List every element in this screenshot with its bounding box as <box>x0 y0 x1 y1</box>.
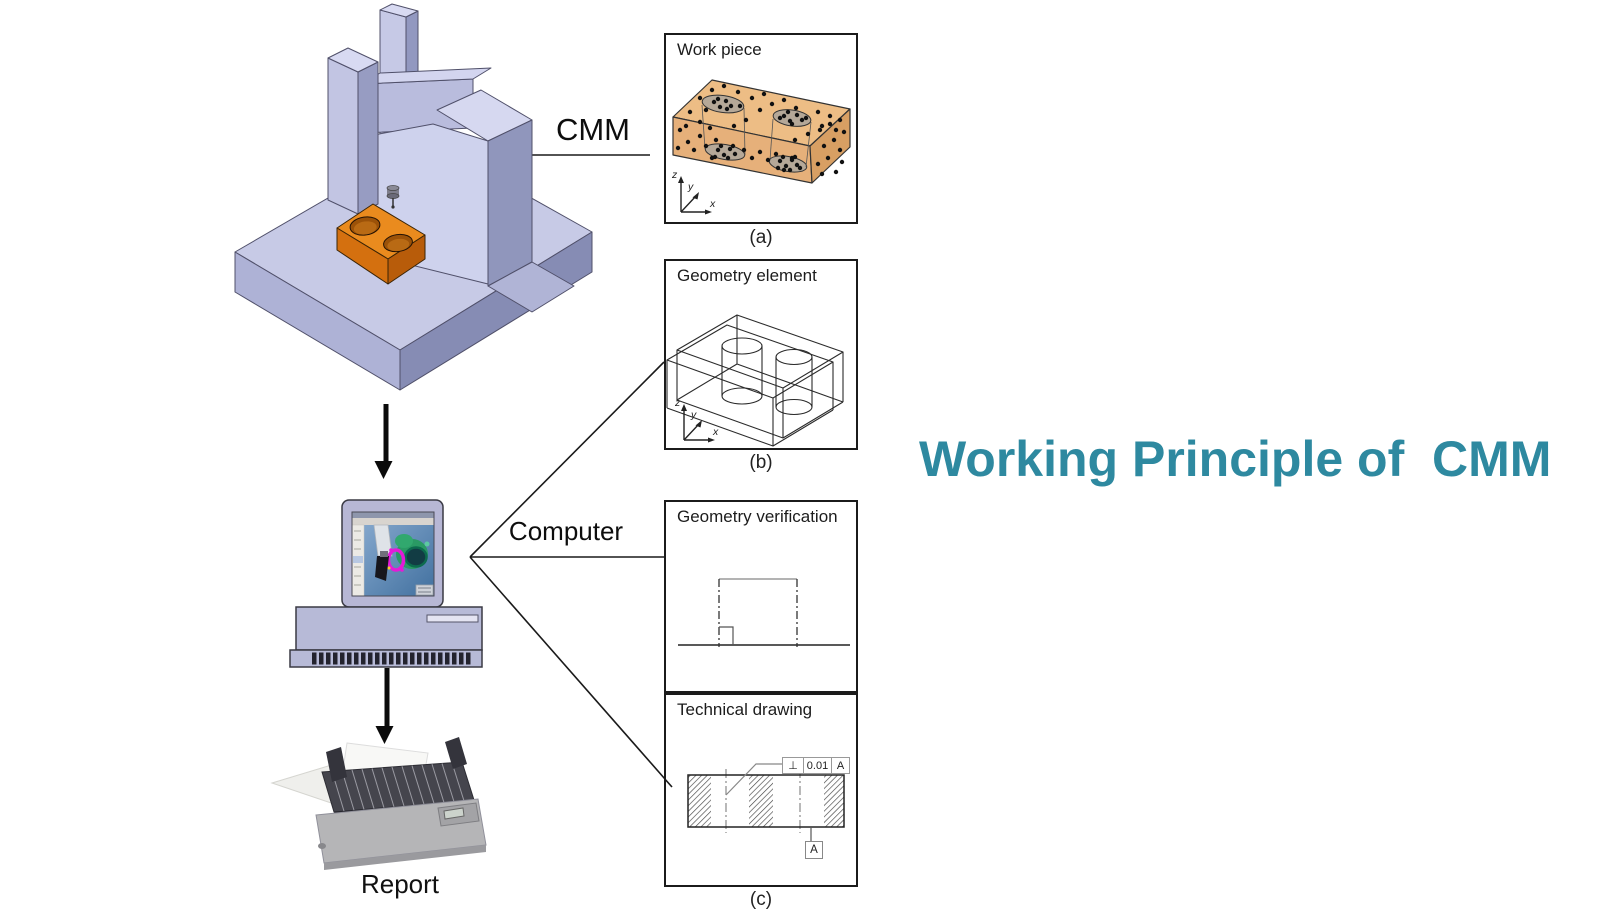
axis-triad-a <box>678 176 712 215</box>
printer-knob <box>318 843 326 849</box>
caption-b: (b) <box>749 452 773 473</box>
flow-arrows <box>374 404 394 744</box>
monitor-screen <box>351 511 435 597</box>
machine-left-column-top <box>327 47 379 73</box>
panel-geometry-verification-title: Geometry verification <box>677 507 838 526</box>
probe-tip <box>386 185 400 209</box>
slide-title: Working Principle of CMM <box>919 431 1552 487</box>
panel-geometry-verification: Geometry verification <box>664 500 858 693</box>
arrowhead-1 <box>374 461 393 479</box>
axis-x-label: x <box>712 426 719 438</box>
arrow-machine-to-computer <box>383 404 389 462</box>
caption-a: (a) <box>749 227 773 248</box>
computer-vents <box>312 652 471 665</box>
panel-geometry-element: z y x Geometry element <box>664 259 858 450</box>
printer-right-guide <box>445 737 467 769</box>
axis-x-label: x <box>709 198 716 210</box>
computer-unit-body <box>295 606 483 651</box>
report-label: Report <box>360 869 440 899</box>
connector-lines <box>469 154 673 788</box>
cmm-machine-illustration <box>234 3 593 391</box>
machine-quill-top <box>379 3 419 18</box>
panel-workpiece: z y x Work piece <box>664 33 858 224</box>
technical-drawing <box>664 763 845 841</box>
printer-illustration <box>270 737 487 870</box>
panel-technical-drawing-title: Technical drawing <box>677 700 813 719</box>
printer-slats <box>331 762 465 812</box>
cad-probe-head <box>375 556 389 581</box>
panel-technical-drawing: Technical drawing ⊥ 0.01 A A <box>664 693 858 887</box>
printer-left-guide <box>326 747 347 782</box>
cad-probe-shaft <box>373 524 393 557</box>
computer-to-technical-line <box>469 556 673 788</box>
computer-connector-label: Computer <box>508 516 624 546</box>
cad-mini-panel <box>415 584 434 596</box>
axis-z-label: z <box>671 169 678 181</box>
datum-tag: A <box>805 841 823 859</box>
caption-c: (c) <box>749 889 773 910</box>
printer-body-bottom <box>324 845 486 870</box>
axis-triad-b <box>681 404 715 443</box>
geometry-verification-drawing <box>678 578 850 647</box>
axis-y-label: y <box>687 181 694 193</box>
machine-workpiece <box>336 203 426 285</box>
axis-z-label: z <box>674 397 681 409</box>
machine-right-column-foot <box>487 261 575 313</box>
axis-y-label: y <box>690 409 697 421</box>
machine-right-column-side <box>487 119 533 287</box>
arrow-computer-to-printer <box>384 668 390 727</box>
cmm-connector-label: CMM <box>555 112 631 147</box>
machine-left-column-side <box>357 61 379 215</box>
printer-display <box>443 807 465 820</box>
machine-left-column-front <box>327 57 359 215</box>
panel-workpiece-title: Work piece <box>677 40 762 59</box>
computer-illustration <box>289 499 483 668</box>
workpiece-drawing: z y x <box>671 79 851 215</box>
computer-to-panel-b-line <box>469 361 665 558</box>
geometry-element-drawing: z y x <box>666 314 844 447</box>
computer-disk-slot <box>426 614 479 623</box>
tolerance-datum-ref: A <box>831 758 849 773</box>
tolerance-value: 0.01 <box>803 758 831 773</box>
feature-control-frame: ⊥ 0.01 A <box>782 757 850 774</box>
perpendicularity-icon: ⊥ <box>788 760 798 772</box>
measurement-dots <box>675 83 847 177</box>
arrowhead-2 <box>375 726 394 744</box>
panel-geometry-element-title: Geometry element <box>677 266 817 285</box>
